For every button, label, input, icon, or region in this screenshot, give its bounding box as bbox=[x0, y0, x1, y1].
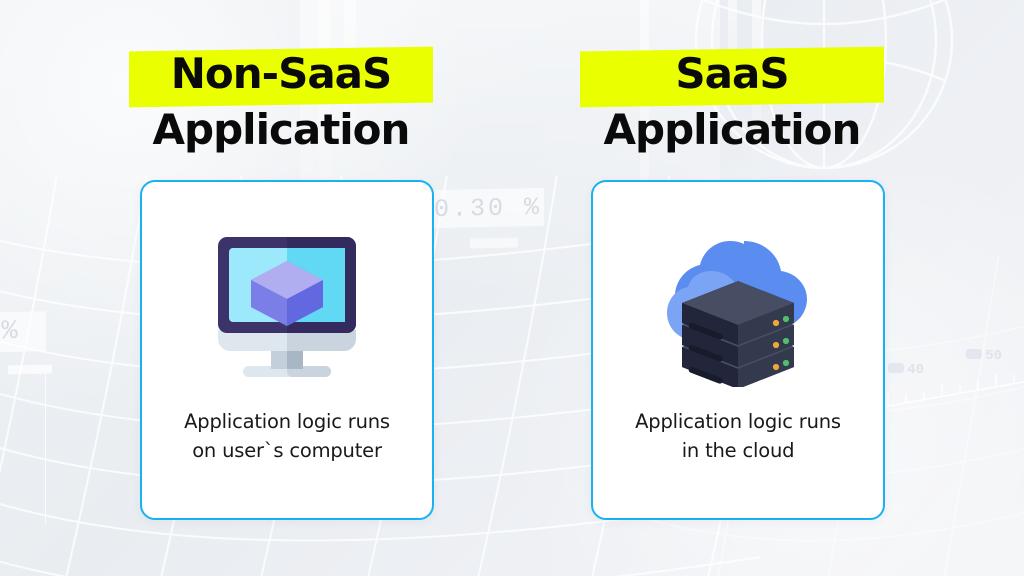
column-saas: SaaS Application bbox=[556, 0, 908, 576]
heading-line-2: Application bbox=[603, 105, 862, 154]
heading-saas: SaaS Application bbox=[556, 44, 908, 158]
heading-highlight-wrap: Non-SaaS bbox=[105, 44, 457, 108]
heading-line-2: Application bbox=[152, 105, 411, 154]
desktop-monitor-cube-icon bbox=[197, 224, 377, 389]
caption-line-1: Application logic runs bbox=[184, 410, 390, 433]
caption-line-2: in the cloud bbox=[681, 439, 795, 462]
caption-saas: Application logic runs in the cloud bbox=[608, 407, 868, 465]
caption-line-1: Application logic runs bbox=[635, 410, 841, 433]
caption-line-2: on user`s computer bbox=[192, 439, 382, 462]
card-non-saas[interactable]: Application logic runs on user`s compute… bbox=[140, 180, 434, 520]
caption-non-saas: Application logic runs on user`s compute… bbox=[157, 407, 417, 465]
cloud-server-stack-icon bbox=[648, 224, 828, 389]
card-saas[interactable]: Application logic runs in the cloud bbox=[591, 180, 885, 520]
heading-line-1: Non-SaaS bbox=[170, 49, 393, 98]
heading-line-1: SaaS bbox=[675, 49, 789, 98]
heading-highlight-wrap: SaaS bbox=[556, 44, 908, 108]
column-non-saas: Non-SaaS Application bbox=[105, 0, 457, 576]
heading-non-saas: Non-SaaS Application bbox=[105, 44, 457, 158]
